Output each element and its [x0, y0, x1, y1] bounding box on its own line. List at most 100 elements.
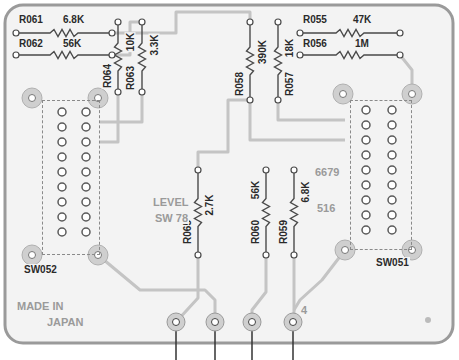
solder-pad: [275, 97, 281, 103]
switch-pin-hole: [388, 151, 396, 159]
solder-pad: [297, 52, 303, 58]
mounting-pad: [22, 245, 42, 265]
switch-pin-hole: [362, 166, 370, 174]
mounting-pad: [402, 84, 422, 104]
resistor-symbol: [16, 52, 112, 59]
copper-trace: [294, 250, 345, 310]
lead-pad: [243, 313, 261, 331]
switch-pin-hole: [362, 181, 370, 189]
resistor-symbol: [195, 170, 202, 255]
solder-pad: [115, 89, 121, 95]
resistor-designator: 56K: [250, 180, 261, 200]
solder-pad: [247, 19, 253, 25]
solder-pad: [275, 19, 281, 25]
mounting-hole: [342, 247, 349, 254]
resistor-designator: R056: [302, 38, 328, 49]
silkscreen-note: LEVEL: [152, 196, 189, 208]
solder-pad: [109, 52, 115, 58]
switch-pin-hole: [82, 123, 90, 131]
silkscreen-note: MADE IN: [16, 300, 64, 312]
copper-trace: [198, 100, 250, 170]
solder-pad: [195, 252, 201, 258]
mounting-hole: [29, 252, 36, 259]
resistor-value: 3.3K: [149, 33, 160, 56]
switch-pin-hole: [82, 198, 90, 206]
lead-hole: [173, 319, 180, 326]
resistor-designator: R055: [302, 14, 328, 25]
resistor-value: 56K: [62, 38, 82, 49]
solder-pad: [13, 30, 19, 36]
switch-pin-hole: [58, 123, 66, 131]
switch-pin-hole: [82, 138, 90, 146]
solder-pad: [397, 30, 403, 36]
resistor-value: 6.8K: [62, 14, 85, 25]
resistor-symbol: [300, 30, 400, 37]
resistor-value: R060: [250, 219, 261, 245]
switch-pin-hole: [82, 213, 90, 221]
switch-pin-hole: [362, 211, 370, 219]
switch-pin-hole: [362, 196, 370, 204]
switch-pin-hole: [388, 196, 396, 204]
mounting-hole: [409, 91, 416, 98]
resistor-designator: R057: [284, 71, 295, 97]
silkscreen-note: 4: [300, 304, 308, 316]
mounting-hole: [95, 252, 102, 259]
mounting-pad: [88, 88, 108, 108]
resistor-designator: R063: [125, 65, 136, 91]
silkscreen-note: JAPAN: [46, 316, 84, 328]
resistor-value: 390K: [257, 39, 268, 65]
switch-pin-hole: [388, 136, 396, 144]
lead-pad: [167, 313, 185, 331]
switch-outline: SW051: [350, 100, 412, 250]
board-outline: [5, 5, 453, 343]
resistor-designator: 6.8K: [300, 180, 311, 203]
resistor-value: 10K: [125, 32, 136, 52]
mounting-pad: [335, 240, 355, 260]
switch-pin-hole: [82, 228, 90, 236]
switch-pin-hole: [362, 121, 370, 129]
solder-pad: [291, 252, 297, 258]
silkscreen-note: 6679: [314, 166, 340, 178]
mounting-hole: [340, 91, 347, 98]
solder-pad: [109, 30, 115, 36]
resistor-value: 47K: [352, 14, 372, 25]
switch-pin-hole: [388, 166, 396, 174]
resistor-designator: 2.7K: [204, 193, 215, 216]
solder-pad: [247, 97, 253, 103]
resistor-designator: R064: [102, 63, 113, 89]
fiducial-mark: [425, 317, 431, 323]
switch-designator: SW052: [23, 264, 58, 275]
copper-trace: [250, 100, 345, 140]
switch-pin-hole: [58, 198, 66, 206]
copper-trace: [278, 100, 345, 120]
lead-hole: [212, 319, 219, 326]
silkscreen-note: 516: [316, 202, 336, 214]
switch-outline: SW052: [42, 100, 100, 255]
solder-pad: [139, 19, 145, 25]
switch-pin-hole: [58, 168, 66, 176]
solder-pad: [263, 167, 269, 173]
resistor-symbol: [275, 22, 282, 100]
solder-pad: [139, 89, 145, 95]
mounting-hole: [409, 247, 416, 254]
resistor-designator: R058: [234, 71, 245, 97]
resistor-symbol: [263, 170, 270, 255]
switch-pin-hole: [388, 181, 396, 189]
lead-hole: [249, 319, 256, 326]
solder-pad: [195, 167, 201, 173]
copper-trace: [112, 22, 142, 55]
mounting-pad: [88, 245, 108, 265]
solder-pad: [397, 52, 403, 58]
switch-pin-hole: [58, 108, 66, 116]
switch-pin-hole: [362, 226, 370, 234]
copper-trace: [293, 255, 296, 322]
switch-pin-hole: [58, 138, 66, 146]
switch-pin-hole: [388, 211, 396, 219]
mounting-hole: [29, 95, 36, 102]
resistor-symbol: [247, 22, 254, 100]
resistor-value: 1M: [354, 38, 370, 49]
switch-pin-hole: [58, 228, 66, 236]
switch-pin-hole: [58, 213, 66, 221]
solder-pad: [263, 252, 269, 258]
